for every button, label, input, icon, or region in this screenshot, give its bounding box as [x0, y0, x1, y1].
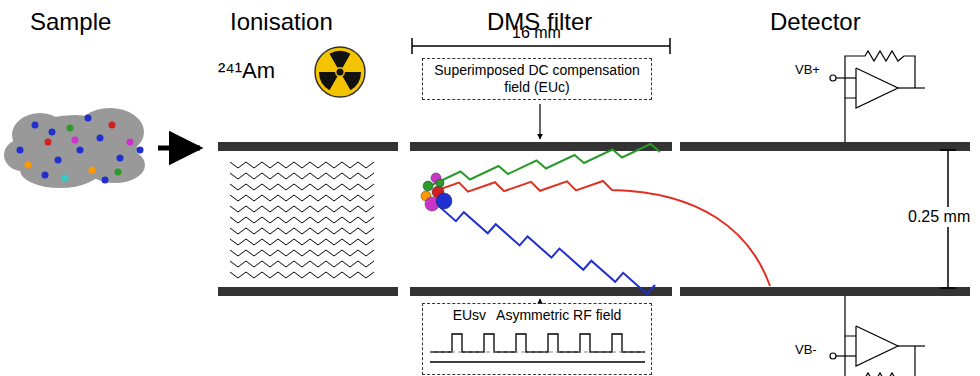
ionisation-zigzag	[230, 162, 374, 278]
ions	[421, 173, 452, 211]
flow-arrow	[158, 146, 200, 151]
field-arrow	[539, 104, 540, 139]
sample-molecules	[17, 115, 144, 184]
electrode-plates	[218, 142, 970, 296]
sample-cloud	[4, 108, 145, 188]
stage-heading: Sample	[30, 8, 111, 36]
dimension-label: 16 mm	[512, 24, 561, 42]
ion-trajectories	[432, 144, 770, 294]
signal-label: VB+	[795, 63, 820, 78]
field-arrow	[539, 299, 540, 302]
field-label: Asymmetric RF field	[496, 307, 621, 324]
dimension-label: 0.25 mm	[908, 208, 970, 226]
radiation-symbol	[315, 47, 365, 97]
waveform-baseline	[430, 352, 645, 353]
field-label: Superimposed DC compensation field (EUc)	[429, 62, 645, 96]
stage-heading: Ionisation	[230, 8, 333, 36]
isotope-label: ²⁴¹Am	[218, 58, 275, 83]
stage-heading: Detector	[770, 8, 861, 36]
field-label: EUsv	[453, 307, 486, 324]
field-box: EUsv Asymmetric RF field	[422, 303, 652, 375]
label-patch	[904, 207, 978, 227]
signal-label: VB-	[795, 343, 817, 358]
field-box: Superimposed DC compensation field (EUc)	[422, 58, 652, 100]
rf-waveform	[430, 334, 645, 362]
